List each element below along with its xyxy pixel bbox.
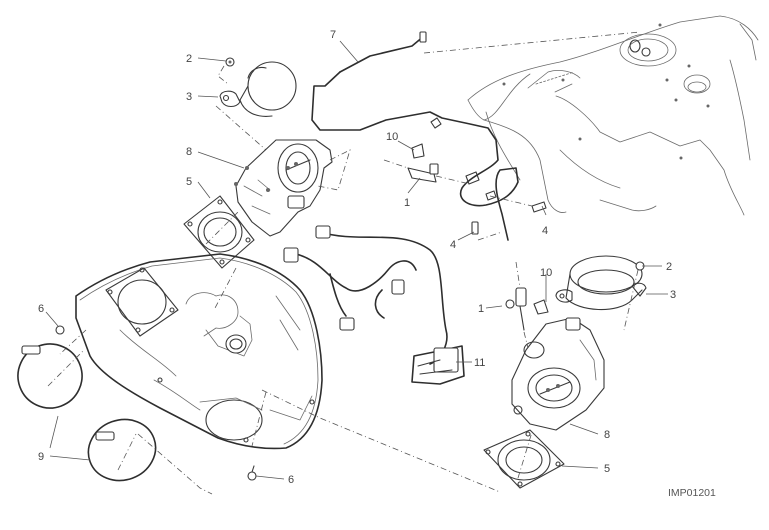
intake-trumpet-right [555,255,647,311]
callout-8: 8 [186,146,192,158]
callout-11: 11 [474,357,485,369]
screw-4-right [489,195,547,213]
screw-6-bottom [247,465,257,481]
callout-10: 10 [386,131,398,143]
hose-clamp-right [87,418,213,495]
callout-8: 8 [604,429,610,441]
injector-clip-lower [533,299,549,315]
callout-7: 7 [330,29,336,41]
screw-4-left [471,221,503,241]
callout-3: 3 [186,91,192,103]
fuel-injector-lower [505,261,531,357]
callout-4: 4 [542,225,548,237]
callout-6: 6 [288,474,294,486]
fuel-injector-upper [383,159,471,185]
callout-2: 2 [186,53,192,65]
callouts: 2 3 7 8 5 10 1 4 4 6 9 6 11 1 10 2 3 8 5 [38,29,676,486]
callout-3: 3 [670,289,676,301]
callout-5: 5 [186,176,192,188]
callout-6: 6 [38,303,44,315]
callout-1: 1 [478,303,484,315]
callout-2: 2 [666,261,672,273]
intake-flange-upper [183,195,255,269]
screw-6-left [55,325,65,335]
fuel-line [311,31,519,241]
wiring-harness [283,225,465,385]
callout-1: 1 [404,197,410,209]
callout-4: 4 [450,239,456,251]
callout-5: 5 [604,463,610,475]
throttle-body-upper [234,139,333,237]
image-code: IMP01201 [668,487,716,499]
injector-clip-upper [411,143,425,159]
throttle-body-lower [511,317,605,431]
airbox [75,253,323,450]
callout-9: 9 [38,451,44,463]
hose-clamp-left [17,343,85,409]
leader-lines [45,40,668,480]
intake-trumpet-left [219,61,297,117]
screw-left-top [225,57,235,67]
callout-10: 10 [540,267,552,279]
fuel-tank [423,15,759,216]
intake-flange-lower [483,429,565,489]
